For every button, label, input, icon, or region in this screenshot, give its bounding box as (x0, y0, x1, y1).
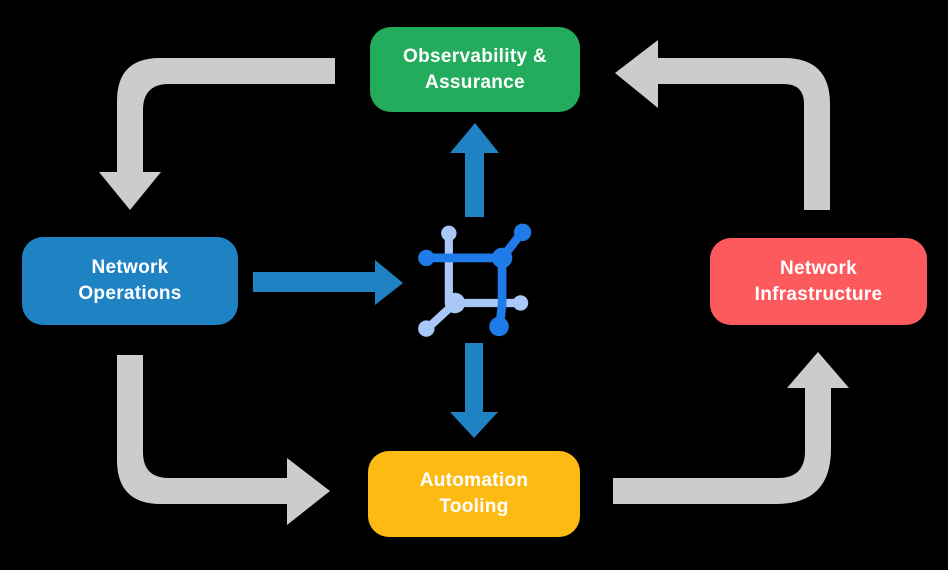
node-infrastructure-label-line2: Infrastructure (754, 283, 883, 305)
arrow-center-to-observability (450, 123, 499, 217)
flow-arrows (99, 40, 849, 525)
node-observability-label: Observability & Assurance (403, 44, 547, 96)
node-operations-label-line2: Operations (78, 283, 182, 304)
node-automation-tooling: Automation Tooling (368, 451, 580, 537)
arrow-automation-to-infrastructure (613, 352, 849, 504)
node-automation-label-line2: Tooling (439, 496, 509, 517)
node-automation-label: Automation Tooling (420, 468, 529, 520)
arrow-infrastructure-to-observability (615, 40, 830, 210)
network-icon-dark-part (418, 223, 532, 337)
arrow-center-to-automation (450, 343, 498, 438)
node-infrastructure-label-line1: Network (779, 257, 858, 279)
node-network-operations: Network Operations (22, 237, 238, 325)
node-network-infrastructure: Network Infrastructure (710, 238, 927, 325)
arrow-operations-to-center (253, 260, 403, 305)
node-operations-label-line1: Network (91, 257, 169, 278)
arrow-observability-to-operations (99, 58, 335, 210)
node-observability-label-line1: Observability & (403, 45, 547, 67)
network-mesh-icon (418, 223, 532, 337)
node-automation-label-line1: Automation (419, 470, 529, 491)
network-icon-light-part (418, 225, 529, 337)
center-arrows (253, 123, 499, 438)
node-observability-label-line2: Assurance (425, 71, 525, 93)
node-observability-assurance: Observability & Assurance (370, 27, 580, 112)
node-infrastructure-label: Network Infrastructure (755, 256, 883, 308)
arrow-operations-to-automation (117, 355, 330, 525)
node-operations-label: Network Operations (78, 255, 181, 307)
